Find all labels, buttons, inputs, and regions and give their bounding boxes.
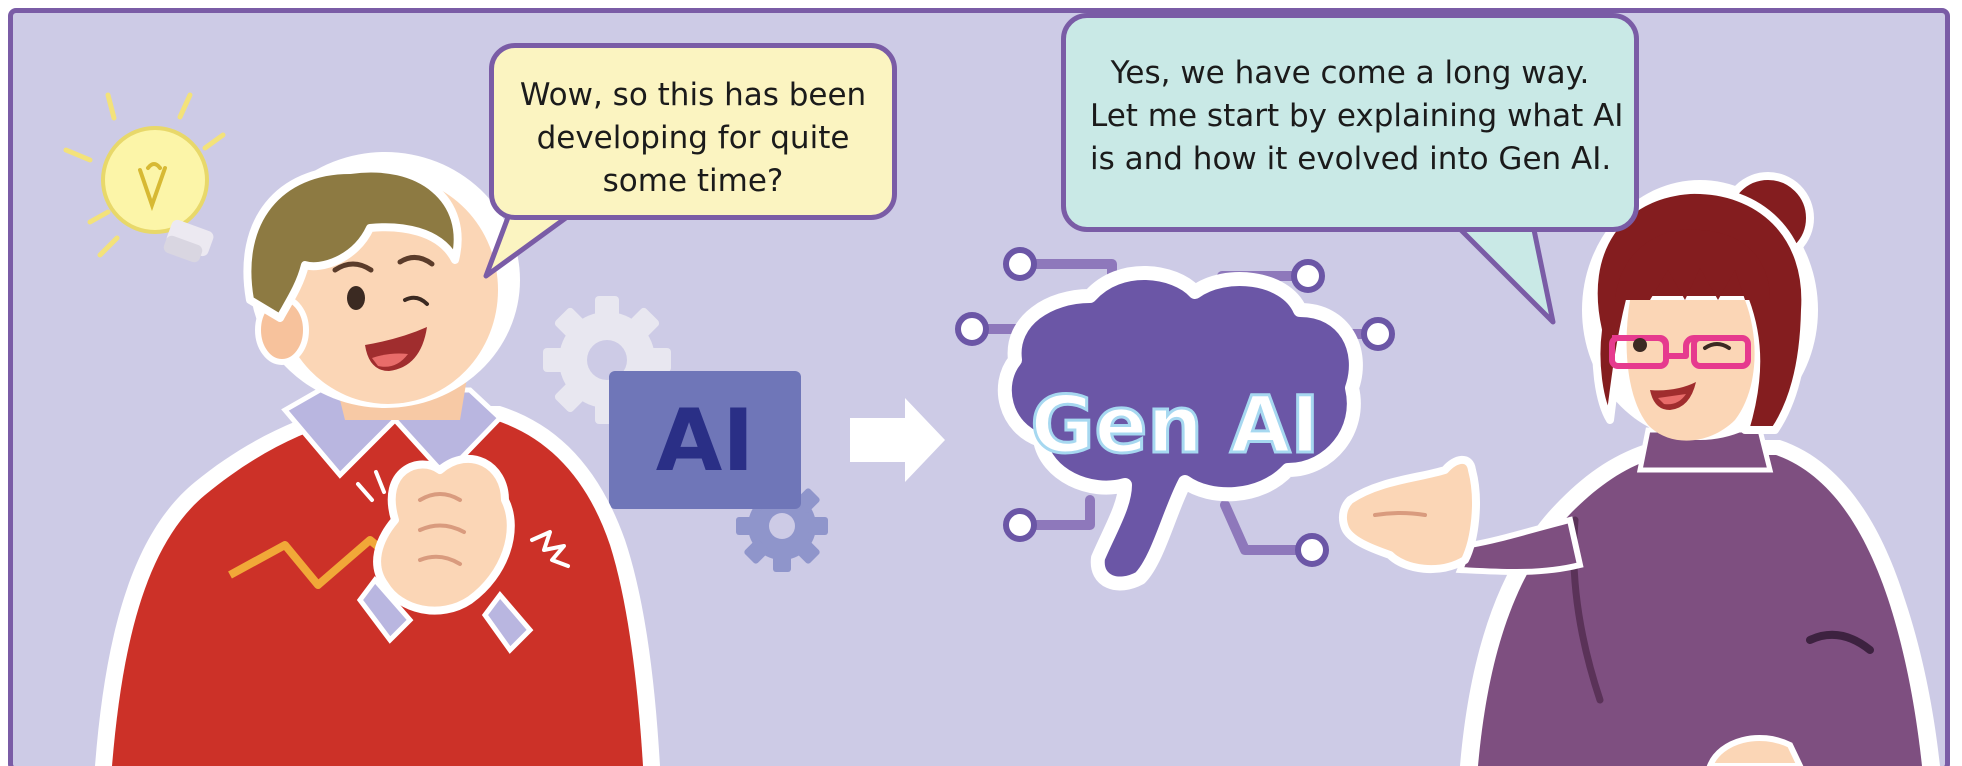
gear-icon: [543, 296, 828, 572]
brain-icon: Gen AI: [997, 266, 1363, 591]
man-speech-line: Wow, so this has been: [519, 77, 867, 113]
woman-speech-line: Let me start by explaining what AI: [1090, 98, 1624, 134]
woman-speech-bubble: Yes, we have come a long way. Let me sta…: [1061, 13, 1639, 232]
lightbulb-icon: [63, 92, 226, 263]
ai-label: AI: [656, 391, 755, 491]
gen-ai-label: Gen AI: [1031, 381, 1320, 471]
man-speech-bubble: Wow, so this has been developing for qui…: [489, 43, 897, 220]
woman-speech-line: is and how it evolved into Gen AI.: [1090, 141, 1612, 177]
woman-speech-line: Yes, we have come a long way.: [1110, 55, 1590, 91]
woman-bubble-tail: [1453, 222, 1556, 325]
man-speech-line: developing for quite: [536, 120, 850, 156]
ai-card: AI: [609, 371, 801, 509]
arrow-right-icon: [850, 398, 945, 482]
man-speech-line: some time?: [602, 163, 784, 199]
woman-character: [1338, 172, 1940, 766]
man-character: [95, 152, 660, 766]
